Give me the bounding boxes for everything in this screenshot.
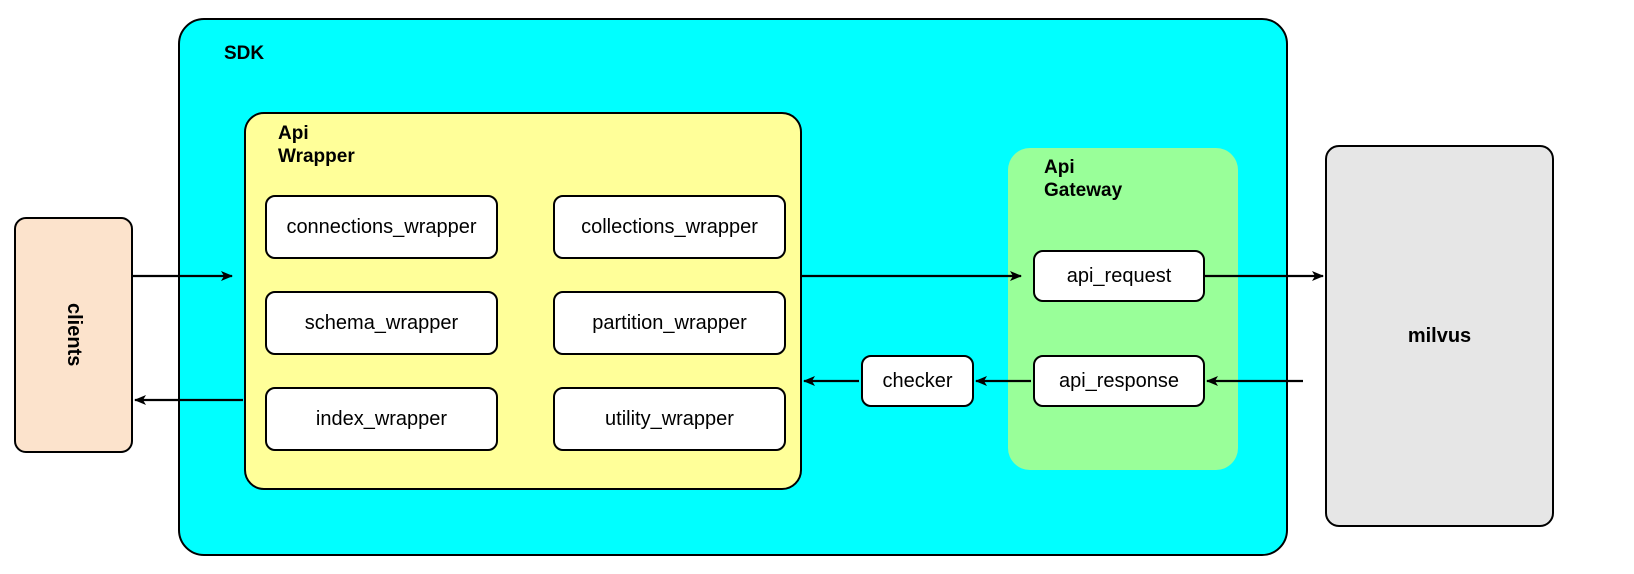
node-api-request[interactable]: api_request (1033, 250, 1205, 302)
container-api-gateway-title: Api Gateway (1044, 157, 1123, 202)
node-index-wrapper-label: index_wrapper (315, 407, 448, 430)
container-api-gateway[interactable]: Api Gateway (1008, 148, 1238, 470)
node-api-response[interactable]: api_response (1033, 355, 1205, 407)
node-collections-wrapper-label: collections_wrapper (581, 215, 758, 238)
node-index-wrapper[interactable]: index_wrapper (265, 387, 498, 451)
node-checker[interactable]: checker (861, 355, 974, 407)
node-collections-wrapper[interactable]: collections_wrapper (553, 195, 786, 259)
container-api-wrapper-title: Api Wrapper (278, 123, 355, 168)
node-milvus[interactable]: milvus (1325, 145, 1554, 527)
node-clients[interactable]: clients (14, 217, 133, 453)
container-sdk-title: SDK (224, 43, 265, 64)
node-api-request-label: api_request (1066, 264, 1172, 287)
node-schema-wrapper[interactable]: schema_wrapper (265, 291, 498, 355)
node-clients-label: clients (63, 303, 85, 367)
node-checker-label: checker (882, 369, 953, 392)
node-api-response-label: api_response (1058, 369, 1180, 392)
node-utility-wrapper-label: utility_wrapper (605, 407, 734, 430)
node-partition-wrapper[interactable]: partition_wrapper (553, 291, 786, 355)
node-milvus-label: milvus (1407, 324, 1472, 347)
node-connections-wrapper[interactable]: connections_wrapper (265, 195, 498, 259)
node-connections-wrapper-label: connections_wrapper (286, 215, 477, 238)
node-partition-wrapper-label: partition_wrapper (592, 311, 747, 334)
node-schema-wrapper-label: schema_wrapper (304, 311, 459, 334)
node-utility-wrapper[interactable]: utility_wrapper (553, 387, 786, 451)
